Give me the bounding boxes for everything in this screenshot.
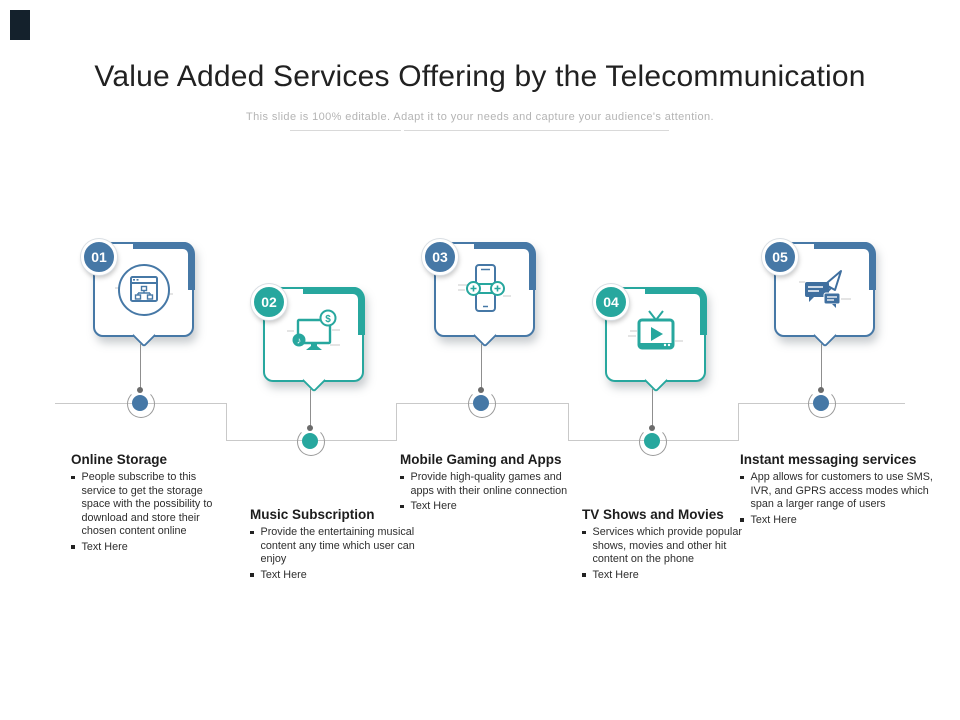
bullet-item: Provide high-quality games and apps with… <box>400 471 585 498</box>
bullet-text: Services which provide popular shows, mo… <box>592 526 742 566</box>
bubble-02: 02 $ ♪ <box>251 284 365 393</box>
svg-text:$: $ <box>325 314 331 325</box>
step-badge-03: 03 <box>422 239 458 275</box>
connector-line <box>140 344 141 390</box>
connector-line <box>310 389 311 429</box>
bullet-text: App allows for customers to use SMS, IVR… <box>750 471 933 511</box>
bubble-05: 05 <box>762 239 876 348</box>
bullet-item: Text Here <box>250 569 420 583</box>
page-subtitle: This slide is 100% editable. Adapt it to… <box>246 111 714 123</box>
mobile-gaming-icon <box>436 244 533 335</box>
step-badge-04: 04 <box>593 284 629 320</box>
page-title: Value Added Services Offering by the Tel… <box>94 60 866 93</box>
bullet-text: Text Here <box>750 513 797 526</box>
bullet-text: Provide the entertaining musical content… <box>260 526 415 566</box>
bullet-marker <box>582 530 586 534</box>
bubble-03: 03 <box>422 239 536 348</box>
corner-mark <box>10 10 30 40</box>
bullet-marker <box>250 530 254 534</box>
bullet-item: App allows for customers to use SMS, IVR… <box>740 471 935 512</box>
timeline-segment <box>226 403 227 441</box>
online-storage-icon <box>95 244 192 335</box>
svg-text:♪: ♪ <box>296 335 301 345</box>
bubble-04: 04 <box>593 284 707 393</box>
bullet-text: Provide high-quality games and apps with… <box>410 471 568 497</box>
bullet-item: Text Here <box>71 541 231 555</box>
subtitle-underline <box>290 130 401 131</box>
bullet-item: Services which provide popular shows, mo… <box>582 526 742 567</box>
timeline-node <box>132 395 148 411</box>
connector-line <box>481 344 482 390</box>
bullet-marker <box>740 518 744 522</box>
timeline-segment <box>568 403 569 441</box>
step-badge-02: 02 <box>251 284 287 320</box>
bullet-item: Text Here <box>740 514 935 528</box>
bullet-item: Provide the entertaining musical content… <box>250 526 420 567</box>
bullet-text: People subscribe to this service to get … <box>81 471 213 538</box>
item-heading: Instant messaging services <box>740 452 917 467</box>
text-block-music-subscription: Music Subscription Provide the entertain… <box>250 507 420 584</box>
step-badge-05: 05 <box>762 239 798 275</box>
connector-line <box>821 344 822 390</box>
bullet-marker <box>400 475 404 479</box>
bullet-item: People subscribe to this service to get … <box>71 471 231 539</box>
bullet-marker <box>400 504 404 509</box>
timeline-node-arc <box>127 390 155 418</box>
timeline-node <box>473 395 489 411</box>
bullet-item: Text Here <box>582 569 742 583</box>
text-block-online-storage: Online Storage People subscribe to this … <box>71 452 231 557</box>
instant-messaging-icon <box>776 244 873 335</box>
timeline-node <box>644 433 660 449</box>
item-heading: Mobile Gaming and Apps <box>400 452 562 467</box>
bullet-marker <box>250 573 254 577</box>
timeline-segment <box>396 403 397 441</box>
step-badge-01: 01 <box>81 239 117 275</box>
bullet-marker <box>740 475 744 479</box>
timeline-node-arc <box>297 428 325 456</box>
timeline-node-arc <box>808 390 836 418</box>
item-heading: TV Shows and Movies <box>582 507 724 522</box>
timeline-node-arc <box>639 428 667 456</box>
bullet-marker <box>71 475 75 479</box>
timeline-segment <box>738 403 739 441</box>
item-heading: Online Storage <box>71 452 168 467</box>
text-block-tv-shows: TV Shows and Movies Services which provi… <box>582 507 742 584</box>
timeline-node <box>302 433 318 449</box>
subtitle-underline <box>404 130 669 131</box>
item-heading: Music Subscription <box>250 507 375 522</box>
tv-shows-icon <box>607 289 704 380</box>
bullet-text: Text Here <box>260 568 307 581</box>
music-subscription-icon: $ ♪ <box>265 289 362 380</box>
bubble-01: 01 <box>81 239 195 348</box>
bullet-item: Text Here <box>400 500 585 514</box>
text-block-mobile-gaming: Mobile Gaming and Apps Provide high-qual… <box>400 452 585 516</box>
bullet-marker <box>71 545 75 549</box>
bullet-text: Text Here <box>81 540 128 553</box>
bullet-text: Text Here <box>592 568 639 581</box>
bullet-text: Text Here <box>410 500 457 513</box>
text-block-instant-messaging: Instant messaging services App allows fo… <box>740 452 935 529</box>
timeline-node-arc <box>468 390 496 418</box>
timeline-node <box>813 395 829 411</box>
bullet-marker <box>582 573 586 577</box>
connector-line <box>652 389 653 429</box>
